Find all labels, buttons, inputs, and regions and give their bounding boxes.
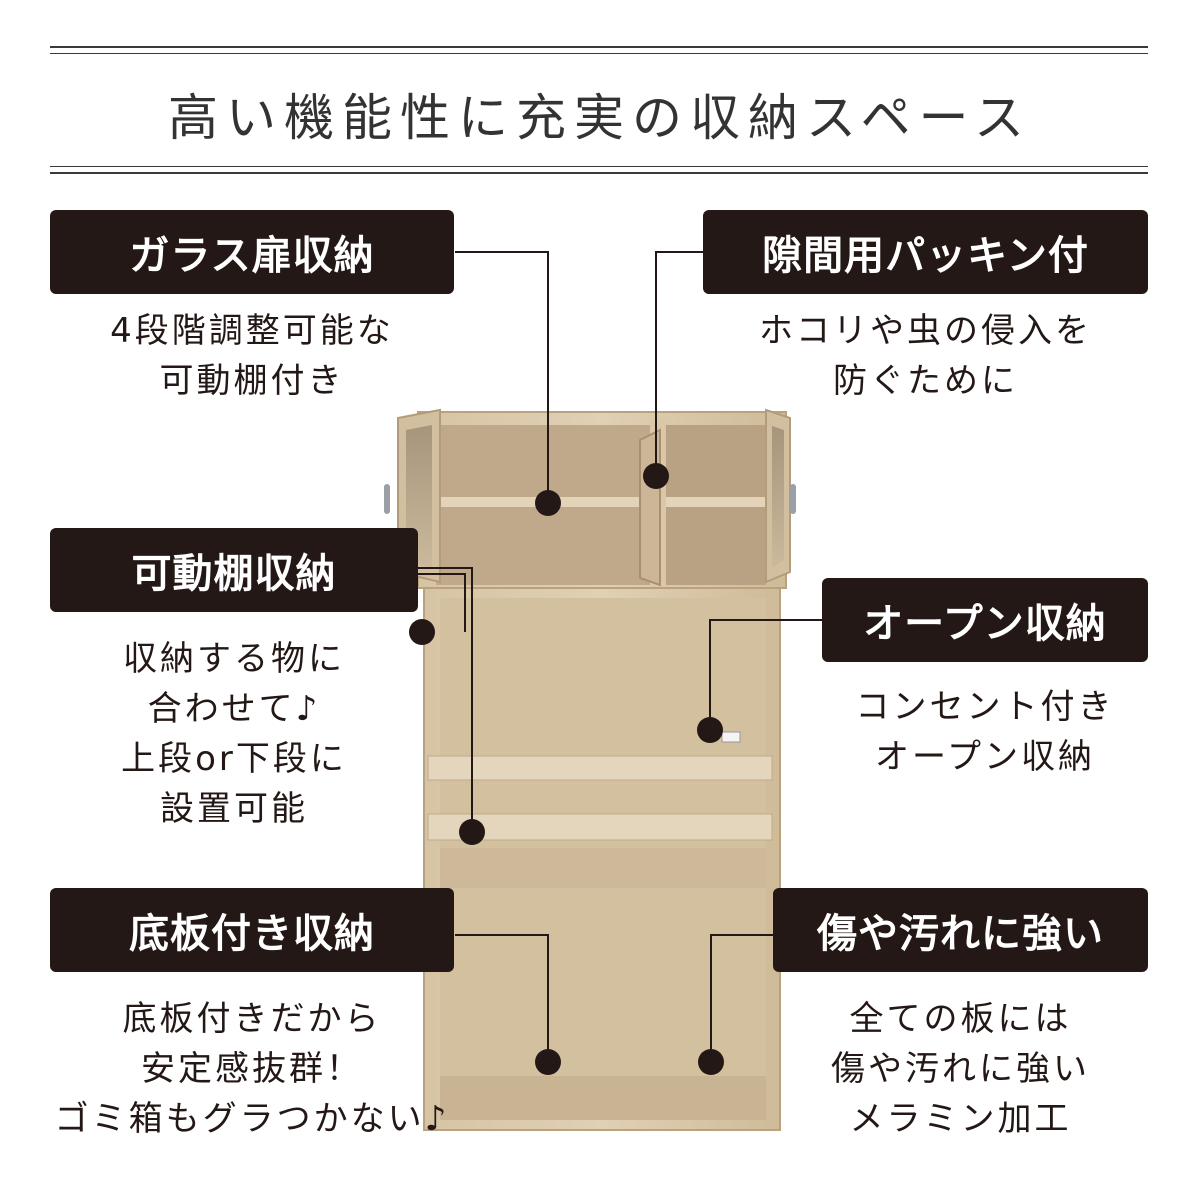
header-rule-top-thin	[50, 53, 1148, 54]
open-storage-description: コンセント付き オープン収納	[855, 687, 1115, 777]
bottom-board-description: 底板付きだから 安定感抜群！ ゴミ箱もグラつかない♪	[54, 999, 450, 1139]
header-rule-top	[50, 46, 1148, 48]
right-glass-door	[765, 408, 796, 584]
open-storage-label: オープン収納	[822, 578, 1148, 662]
scratch-resistant-description: 全ての板には 傷や汚れに強い メラミン加工	[831, 999, 1090, 1139]
header-rule-bottom-thin	[50, 166, 1148, 167]
glass-door-description: 4段階調整可能な 可動棚付き	[110, 311, 394, 401]
movable-shelf-description: 収納する物に 合わせて♪ 上段or下段に 設置可能	[121, 639, 347, 829]
gap-packing-label: 隙間用パッキン付	[703, 210, 1148, 294]
movable-shelf-label: 可動棚収納	[50, 528, 418, 612]
outlet-icon	[721, 731, 741, 743]
gap-packing-description: ホコリや虫の侵入を 防ぐために	[759, 311, 1092, 401]
scratch-resistant-label: 傷や汚れに強い	[773, 888, 1148, 972]
leader-dots	[409, 463, 724, 1075]
leader-lines	[418, 251, 822, 1062]
upper-cabinet	[417, 411, 787, 589]
glass-door-label: ガラス扉収納	[50, 210, 454, 294]
page-title: 高い機能性に充実の収納スペース	[168, 89, 1032, 147]
header-rule-bottom	[50, 172, 1148, 174]
bottom-board-label: 底板付き収納	[50, 888, 454, 972]
